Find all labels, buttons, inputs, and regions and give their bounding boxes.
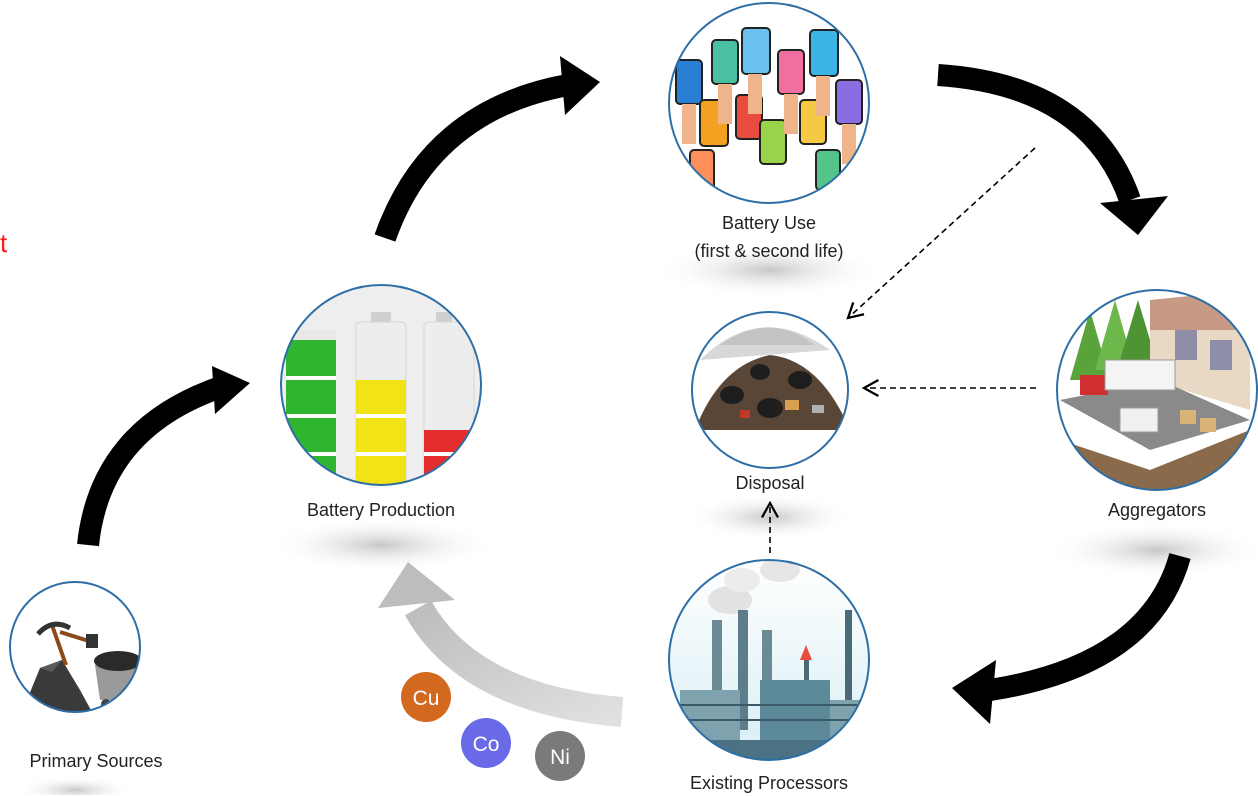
- disposal-label: Disposal: [735, 473, 805, 493]
- warehouse-illustration: [1057, 290, 1257, 490]
- arrow-use-to-aggregators: [937, 64, 1141, 204]
- dashed-arrows: [761, 147, 1036, 553]
- material-co-symbol: Co: [473, 733, 500, 756]
- arrow-primary-to-production: [77, 377, 222, 547]
- recycle-arrow: [378, 562, 624, 727]
- existing-processors-node: [668, 559, 870, 761]
- arrowhead-aggregators-to-processors: [952, 660, 996, 724]
- arrow-aggregators-to-processors: [988, 552, 1191, 701]
- arrowhead-use-to-aggregators: [1100, 196, 1168, 235]
- material-balls: Cu Co Ni: [401, 672, 585, 781]
- factory-illustration: [669, 560, 869, 760]
- landfill-illustration: [695, 327, 848, 430]
- primary-sources-node: [9, 581, 141, 713]
- material-cu-symbol: Cu: [413, 687, 440, 710]
- battery-production-node: [280, 284, 482, 486]
- aggregators-node: [1056, 289, 1258, 491]
- cropped-red-text: t: [0, 228, 8, 258]
- arrowhead-production-to-use: [560, 56, 600, 115]
- material-ni: Ni: [535, 731, 585, 781]
- batteries-illustration: [281, 285, 481, 485]
- material-cu-ball: [401, 672, 451, 722]
- existing-processors-label: Existing Processors: [689, 773, 849, 793]
- battery-use-label-line1: Battery Use: [721, 213, 817, 233]
- material-cu: Cu: [401, 672, 451, 722]
- phones-illustration: [669, 3, 869, 203]
- battery-production-label: Battery Production: [306, 500, 456, 520]
- flow-arrows: [77, 56, 1191, 724]
- dashed-use-to-disposal: [846, 147, 1036, 320]
- material-co: Co: [461, 718, 511, 768]
- battery-use-node: [668, 2, 870, 204]
- disposal-node: [691, 311, 849, 469]
- aggregators-label: Aggregators: [1107, 500, 1207, 520]
- material-ni-symbol: Ni: [550, 746, 570, 769]
- shadows: [15, 242, 1258, 795]
- arrowhead-primary-to-production: [212, 366, 250, 414]
- material-ni-ball: [535, 731, 585, 781]
- arrow-production-to-use: [374, 74, 570, 242]
- battery-use-label-line2: (first & second life): [694, 241, 844, 261]
- material-co-ball: [461, 718, 511, 768]
- primary-sources-label: Primary Sources: [29, 751, 163, 771]
